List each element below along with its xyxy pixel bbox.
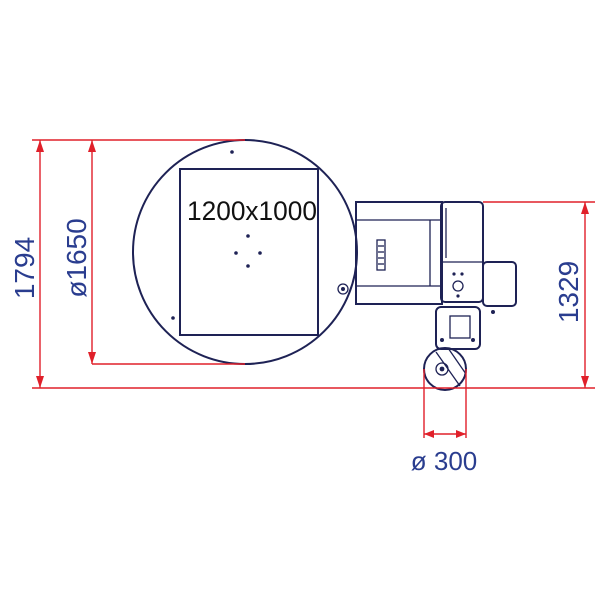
mast-frame [355, 201, 443, 305]
carriage-column [440, 201, 484, 303]
turntable-marker-bottom [171, 316, 175, 320]
machine: 1200x1000 [132, 139, 517, 391]
dimension-lines [32, 139, 595, 438]
wheel-fork [435, 351, 461, 387]
motor-icon [452, 280, 464, 292]
turntable-diameter-label: ø1650 [61, 218, 92, 297]
overall-height-label: 1794 [9, 237, 40, 299]
dimension-labels: 1794 ø1650 1329 ø 300 [9, 218, 584, 476]
pallet-outline [179, 168, 319, 336]
base-plate [435, 306, 481, 350]
turntable-marker-top [230, 150, 234, 154]
turntable-bolt [337, 283, 349, 295]
wheel [423, 347, 467, 391]
turntable [132, 139, 358, 365]
arm-height-label: 1329 [553, 261, 584, 323]
pallet-size-label: 1200x1000 [187, 196, 317, 226]
control-box [482, 261, 517, 307]
base-plate-window [449, 315, 471, 339]
mast-label-plate [376, 239, 386, 271]
wheel-diameter-label: ø 300 [411, 446, 478, 476]
